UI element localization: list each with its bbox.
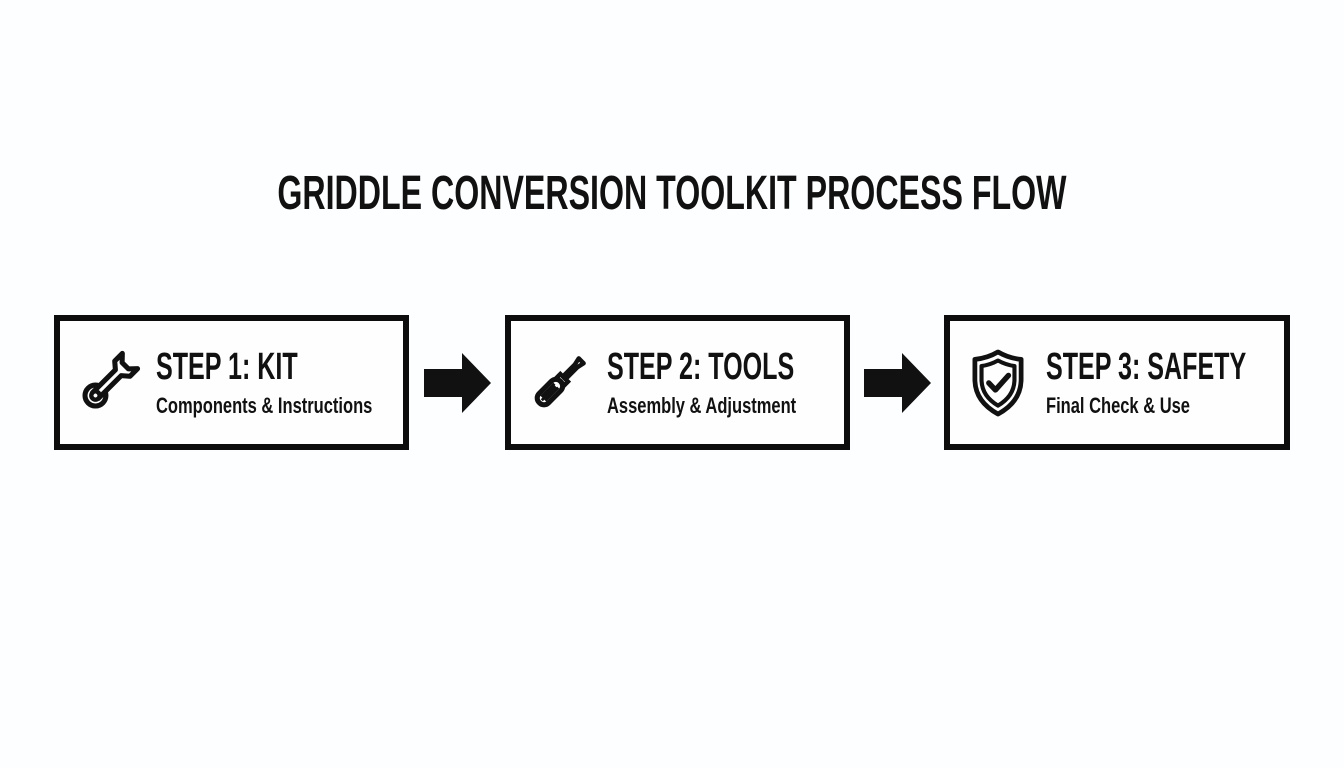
diagram-title: GRIDDLE CONVERSION TOOLKIT PROCESS FLOW [0, 166, 1344, 221]
step-text-block: STEP 1: KIT Components & Instructions [156, 348, 444, 417]
arrow-right-icon [424, 351, 492, 415]
step-subtitle: Assembly & Adjustment [607, 393, 797, 418]
screwdriver-icon [521, 341, 597, 425]
step-title: STEP 3: SAFETY [1046, 346, 1247, 388]
step-title: STEP 1: KIT [156, 346, 298, 388]
step-subtitle: Components & Instructions [156, 393, 373, 418]
step-box-safety: STEP 3: SAFETY Final Check & Use [944, 315, 1290, 450]
arrow-right-icon [864, 351, 932, 415]
step-title: STEP 2: TOOLS [607, 346, 795, 388]
wrench-icon [70, 341, 146, 425]
diagram-title-text: GRIDDLE CONVERSION TOOLKIT PROCESS FLOW [277, 167, 1067, 220]
step-subtitle: Final Check & Use [1046, 393, 1190, 418]
step-text-block: STEP 3: SAFETY Final Check & Use [1046, 348, 1344, 417]
step-text-block: STEP 2: TOOLS Assembly & Adjustment [607, 348, 891, 417]
step-box-tools: STEP 2: TOOLS Assembly & Adjustment [505, 315, 850, 450]
step-box-kit: STEP 1: KIT Components & Instructions [54, 315, 409, 450]
shield-check-icon [960, 341, 1036, 425]
